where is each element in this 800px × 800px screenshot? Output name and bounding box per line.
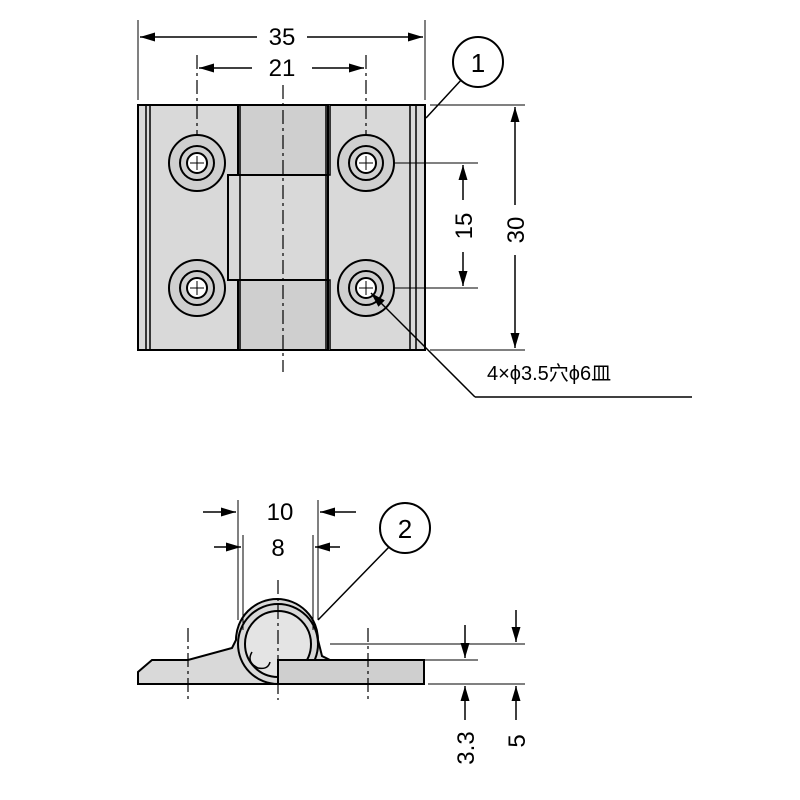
dimension-knuckle-outer: 10	[203, 499, 356, 620]
dimension-hole-spacing-x: 21	[196, 55, 367, 135]
dimension-hole-spacing-y: 15	[395, 162, 478, 289]
hole-note-text: 4×ϕ3.5穴ϕ6皿	[487, 362, 611, 385]
dim-10-label: 10	[267, 499, 294, 526]
callout-1-number: 1	[471, 48, 485, 78]
dim-15-label: 15	[451, 213, 478, 240]
dimension-overall-width: 35	[137, 20, 426, 100]
dim-30-label: 30	[503, 217, 530, 244]
callout-1: 1	[425, 36, 504, 119]
leaf-tongue	[227, 174, 329, 281]
dim-35-label: 35	[269, 24, 296, 51]
top-view: 35 21 15 30 1	[137, 20, 692, 398]
dimension-total-height: 5	[504, 610, 531, 748]
side-view: 10 8 2 3.3 5	[137, 499, 531, 765]
right-leaf-band	[277, 659, 425, 685]
callout-2: 2	[317, 502, 431, 621]
hole-note: 4×ϕ3.5穴ϕ6皿	[370, 292, 692, 398]
dimension-leaf-thickness: 3.3	[453, 625, 480, 765]
dimension-overall-height: 30	[430, 104, 530, 351]
dim-21-label: 21	[269, 55, 296, 82]
dimension-knuckle-inner: 8	[214, 535, 340, 630]
callout-2-number: 2	[398, 514, 412, 544]
dim-5-label: 5	[504, 734, 531, 747]
screw-hole-top-left	[168, 134, 226, 192]
dim-3-3-label: 3.3	[453, 731, 480, 764]
dim-8-label: 8	[271, 535, 284, 562]
screw-hole-bottom-left	[168, 259, 226, 317]
screw-hole-top-right	[337, 134, 395, 192]
